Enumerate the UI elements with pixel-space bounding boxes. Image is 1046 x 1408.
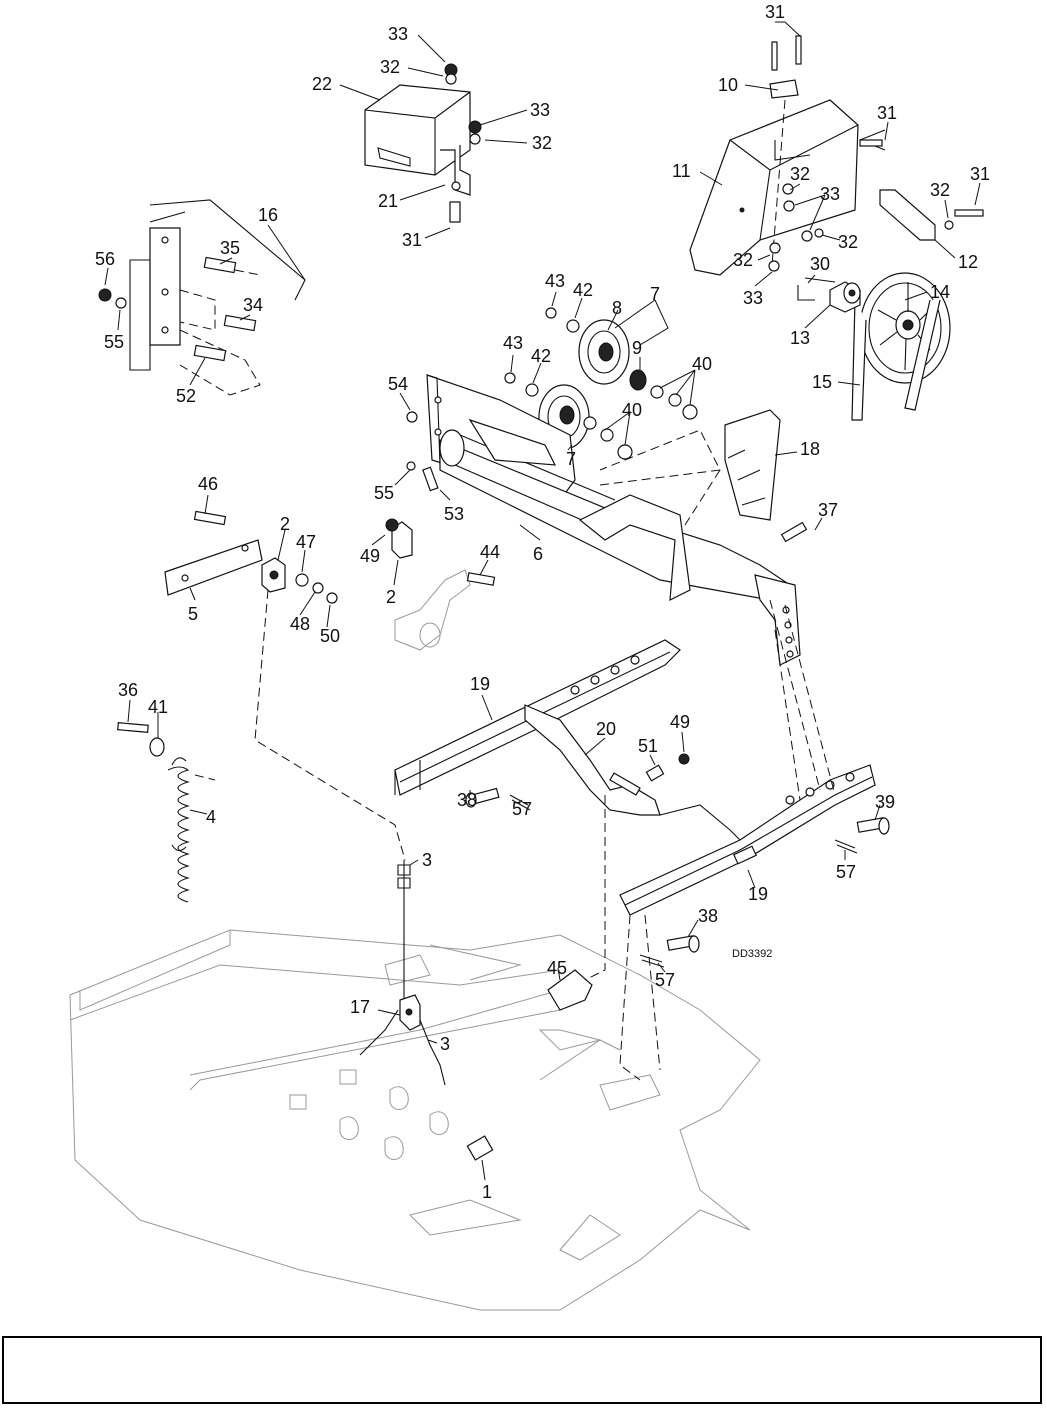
callout-18: 18 bbox=[800, 439, 820, 459]
callout-2: 2 bbox=[280, 514, 290, 534]
callout-52: 52 bbox=[176, 386, 196, 406]
callout-11: 11 bbox=[672, 161, 691, 181]
callout-43: 43 bbox=[503, 333, 523, 353]
callout-32: 32 bbox=[930, 180, 950, 200]
callout-49: 49 bbox=[360, 546, 380, 566]
callout-7: 7 bbox=[650, 284, 660, 304]
callout-12: 12 bbox=[958, 252, 978, 272]
callout-42: 42 bbox=[531, 346, 551, 366]
callout-7: 7 bbox=[566, 449, 576, 469]
callout-51: 51 bbox=[638, 736, 658, 756]
callout-22: 22 bbox=[312, 74, 332, 94]
callout-32: 32 bbox=[790, 164, 810, 184]
callout-54: 54 bbox=[388, 374, 408, 394]
callout-labels: 33 32 22 33 32 21 31 31 10 31 11 32 33 3… bbox=[95, 2, 990, 1202]
callout-36: 36 bbox=[118, 680, 138, 700]
callout-57: 57 bbox=[836, 862, 856, 882]
alignment-lines bbox=[234, 269, 836, 1081]
exploded-parts-diagram: 33 32 22 33 32 21 31 31 10 31 11 32 33 3… bbox=[69, 2, 990, 1311]
callout-43: 43 bbox=[545, 271, 565, 291]
callout-38: 38 bbox=[457, 790, 477, 810]
drive-pulley bbox=[797, 272, 951, 421]
callout-33: 33 bbox=[743, 288, 763, 308]
callout-32: 32 bbox=[532, 133, 552, 153]
callout-1: 1 bbox=[482, 1182, 492, 1202]
mower-deck bbox=[69, 929, 761, 1311]
callout-33: 33 bbox=[388, 24, 408, 44]
callout-16: 16 bbox=[258, 205, 278, 225]
callout-2: 2 bbox=[386, 587, 396, 607]
callout-31: 31 bbox=[765, 2, 785, 22]
callout-33: 33 bbox=[530, 100, 550, 120]
callout-3: 3 bbox=[422, 850, 432, 870]
belt-shield bbox=[364, 63, 482, 223]
callout-14: 14 bbox=[930, 282, 950, 302]
callout-32: 32 bbox=[733, 250, 753, 270]
callout-42: 42 bbox=[573, 280, 593, 300]
callout-8: 8 bbox=[612, 298, 622, 318]
callout-19: 19 bbox=[470, 674, 490, 694]
callout-31: 31 bbox=[877, 103, 897, 123]
callout-35: 35 bbox=[220, 238, 240, 258]
callout-31: 31 bbox=[970, 164, 990, 184]
callout-57: 57 bbox=[512, 799, 532, 819]
callout-49: 49 bbox=[670, 712, 690, 732]
callout-55: 55 bbox=[374, 483, 394, 503]
callout-30: 30 bbox=[810, 254, 830, 274]
callout-55: 55 bbox=[104, 332, 124, 352]
lift-linkage bbox=[164, 510, 496, 651]
callout-38: 38 bbox=[698, 906, 718, 926]
callout-47: 47 bbox=[296, 532, 316, 552]
idler-pulleys bbox=[504, 307, 698, 460]
callout-20: 20 bbox=[596, 719, 616, 739]
callout-13: 13 bbox=[790, 328, 810, 348]
callout-41: 41 bbox=[148, 697, 168, 717]
mounting-bracket bbox=[98, 199, 306, 396]
callout-34: 34 bbox=[243, 295, 263, 315]
callout-48: 48 bbox=[290, 614, 310, 634]
callout-50: 50 bbox=[320, 626, 340, 646]
callout-37: 37 bbox=[818, 500, 838, 520]
drawing-code: DD3392 bbox=[732, 948, 772, 960]
callout-10: 10 bbox=[718, 75, 738, 95]
lift-spring bbox=[117, 722, 216, 903]
callout-4: 4 bbox=[206, 807, 216, 827]
belt-guard bbox=[689, 35, 984, 276]
callout-53: 53 bbox=[444, 504, 464, 524]
callout-33: 33 bbox=[820, 184, 840, 204]
depth-chains bbox=[359, 860, 593, 1161]
callout-31: 31 bbox=[402, 230, 422, 250]
callout-9: 9 bbox=[632, 338, 642, 358]
callout-32: 32 bbox=[838, 232, 858, 252]
callout-56: 56 bbox=[95, 249, 115, 269]
callout-6: 6 bbox=[533, 544, 543, 564]
callout-5: 5 bbox=[188, 604, 198, 624]
callout-39: 39 bbox=[875, 792, 895, 812]
callout-21: 21 bbox=[378, 191, 398, 211]
leader-lines bbox=[104, 21, 981, 1181]
callout-40: 40 bbox=[622, 400, 642, 420]
callout-44: 44 bbox=[480, 542, 500, 562]
callout-32: 32 bbox=[380, 57, 400, 77]
caption-box bbox=[2, 1336, 1042, 1404]
main-frame bbox=[406, 374, 808, 666]
callout-40: 40 bbox=[692, 354, 712, 374]
callout-15: 15 bbox=[812, 372, 832, 392]
lift-arms bbox=[394, 639, 890, 968]
callout-46: 46 bbox=[198, 474, 218, 494]
callout-17: 17 bbox=[350, 997, 370, 1017]
callout-57: 57 bbox=[655, 970, 675, 990]
callout-45: 45 bbox=[547, 958, 567, 978]
callout-3: 3 bbox=[440, 1034, 450, 1054]
callout-19: 19 bbox=[748, 884, 768, 904]
